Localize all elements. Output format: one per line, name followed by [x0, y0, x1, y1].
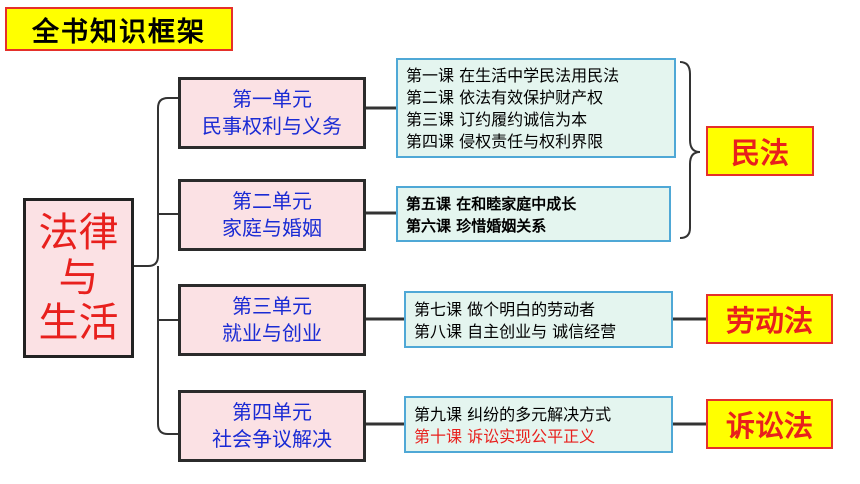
unit-name: 第一单元 [232, 87, 312, 111]
lesson-item: 第三课 订约履约诚信为本 [406, 110, 588, 129]
unit-box-1: 第一单元 民事权利与义务 [178, 77, 366, 149]
lesson-item: 第一课 在生活中学民法用民法 [406, 66, 620, 85]
unit-topic: 民事权利与义务 [202, 114, 342, 138]
lesson-group-3: 第七课 做个明白的劳动者 第八课 自主创业与 诚信经营 [404, 291, 673, 348]
lesson-group-4: 第九课 纠纷的多元解决方式 第十课 诉讼实现公平正义 [404, 396, 673, 453]
lesson-item: 第七课 做个明白的劳动者 [414, 299, 596, 319]
lesson-item: 第八课 自主创业与 诚信经营 [414, 321, 617, 341]
lesson-item: 第十课 诉讼实现公平正义 [414, 426, 596, 446]
unit-name: 第三单元 [232, 294, 312, 318]
unit-box-4: 第四单元 社会争议解决 [178, 390, 366, 462]
unit-box-2: 第二单元 家庭与婚姻 [178, 179, 366, 251]
unit-topic: 就业与创业 [222, 321, 322, 345]
law-label-litigation: 诉讼法 [706, 399, 833, 449]
lesson-item: 第九课 纠纷的多元解决方式 [414, 404, 612, 424]
root-node: 法律 与 生活 [23, 198, 134, 358]
unit-name: 第二单元 [232, 189, 312, 213]
law-label-labor: 劳动法 [706, 294, 833, 344]
unit-topic: 家庭与婚姻 [222, 216, 322, 240]
lesson-group-2: 第五课 在和睦家庭中成长 第六课 珍惜婚姻关系 [396, 186, 671, 242]
root-line-1: 法律 [38, 209, 119, 256]
lesson-item: 第六课 珍惜婚姻关系 [406, 217, 547, 235]
root-line-3: 生活 [38, 299, 119, 346]
lesson-group-1: 第一课 在生活中学民法用民法 第二课 依法有效保护财产权 第三课 订约履约诚信为… [396, 58, 676, 158]
page-title: 全书知识框架 [5, 7, 233, 51]
lesson-item: 第二课 依法有效保护财产权 [406, 88, 604, 107]
unit-topic: 社会争议解决 [212, 427, 332, 451]
law-label-civil: 民法 [706, 126, 814, 176]
unit-box-3: 第三单元 就业与创业 [178, 284, 366, 356]
lesson-item: 第四课 侵权责任与权利界限 [406, 132, 604, 151]
lesson-item: 第五课 在和睦家庭中成长 [406, 195, 577, 213]
unit-name: 第四单元 [232, 400, 312, 424]
root-line-2: 与 [58, 254, 99, 301]
